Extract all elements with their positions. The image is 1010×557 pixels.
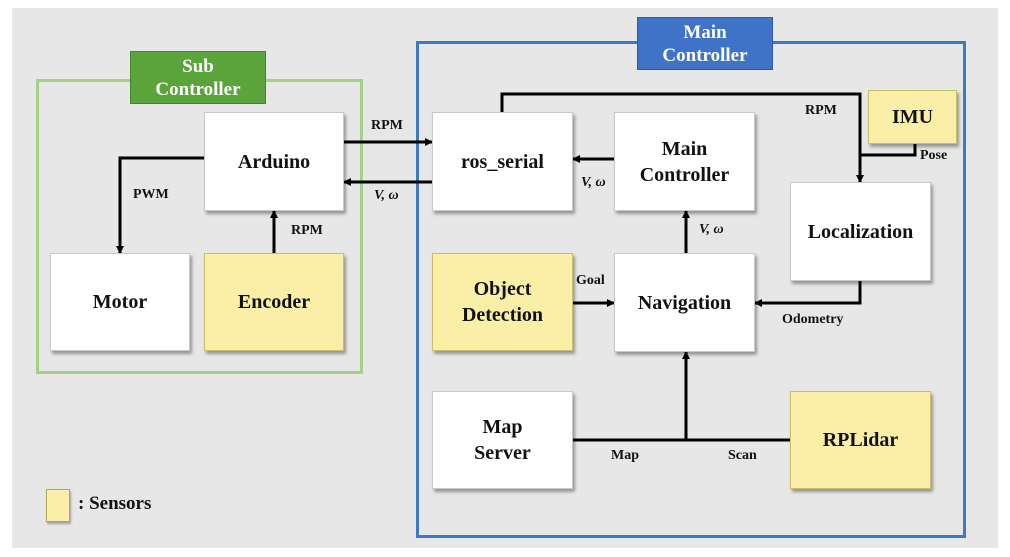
edge-label-arduino-to-ros: RPM — [371, 118, 403, 133]
node-ros-serial-label: ros_serial — [461, 150, 544, 173]
main-controller-tag-line2: Controller — [662, 44, 748, 66]
legend-sensor-swatch — [46, 489, 70, 522]
sub-controller-tag: Sub Controller — [130, 51, 266, 104]
edge-label-nav-to-main: V, ω — [699, 222, 724, 237]
sub-controller-tag-line1: Sub — [182, 55, 214, 77]
edge-label-main-to-ros: V, ω — [581, 175, 606, 190]
node-imu: IMU — [868, 90, 957, 144]
node-localization: Localization — [790, 182, 931, 281]
node-navigation: Navigation — [614, 253, 755, 352]
node-map-server: Map Server — [432, 391, 573, 489]
node-main-controller-line2: Controller — [639, 163, 730, 186]
node-encoder: Encoder — [204, 253, 344, 351]
node-arduino-label: Arduino — [237, 150, 311, 173]
node-object-detection-line1: Object — [473, 278, 532, 300]
legend-text: : Sensors — [78, 493, 152, 514]
edge-label-pose: Pose — [920, 148, 948, 163]
edge-label-goal: Goal — [576, 273, 605, 288]
node-main-controller: Main Controller — [614, 112, 755, 211]
edge-label-map: Map — [611, 448, 639, 463]
edge-label-ros-to-arduino: V, ω — [374, 188, 399, 203]
sub-controller-tag-line2: Controller — [155, 78, 241, 100]
edge-localization-to-navigation — [754, 281, 862, 307]
edge-imu-to-localization — [860, 144, 917, 157]
edge-arduino-to-motor — [116, 156, 204, 254]
node-encoder-label: Encoder — [237, 291, 311, 313]
node-motor: Motor — [50, 253, 190, 351]
node-object-detection: Object Detection — [432, 253, 573, 351]
node-rplidar-label: RPLidar — [822, 429, 899, 451]
main-controller-tag: Main Controller — [637, 17, 773, 70]
node-map-server-line2: Server — [474, 442, 531, 464]
node-motor-label: Motor — [92, 291, 148, 313]
node-ros-serial: ros_serial — [432, 112, 573, 211]
node-localization-label: Localization — [807, 220, 914, 243]
node-arduino: Arduino — [204, 112, 344, 211]
node-main-controller-line1: Main — [661, 137, 708, 160]
node-map-server-line1: Map — [482, 416, 523, 438]
edge-label-odometry: Odometry — [782, 312, 844, 327]
node-object-detection-line2: Detection — [461, 304, 544, 326]
edge-label-encoder-rpm: RPM — [291, 223, 323, 238]
edge-ros-serial-to-localization — [500, 92, 864, 183]
edge-label-ros-to-loc: RPM — [805, 103, 837, 118]
node-rplidar: RPLidar — [790, 391, 931, 489]
edge-label-scan: Scan — [728, 448, 757, 463]
edge-label-pwm: PWM — [133, 187, 169, 202]
main-controller-tag-line1: Main — [683, 21, 727, 43]
node-imu-label: IMU — [891, 106, 934, 128]
node-navigation-label: Navigation — [637, 291, 732, 314]
